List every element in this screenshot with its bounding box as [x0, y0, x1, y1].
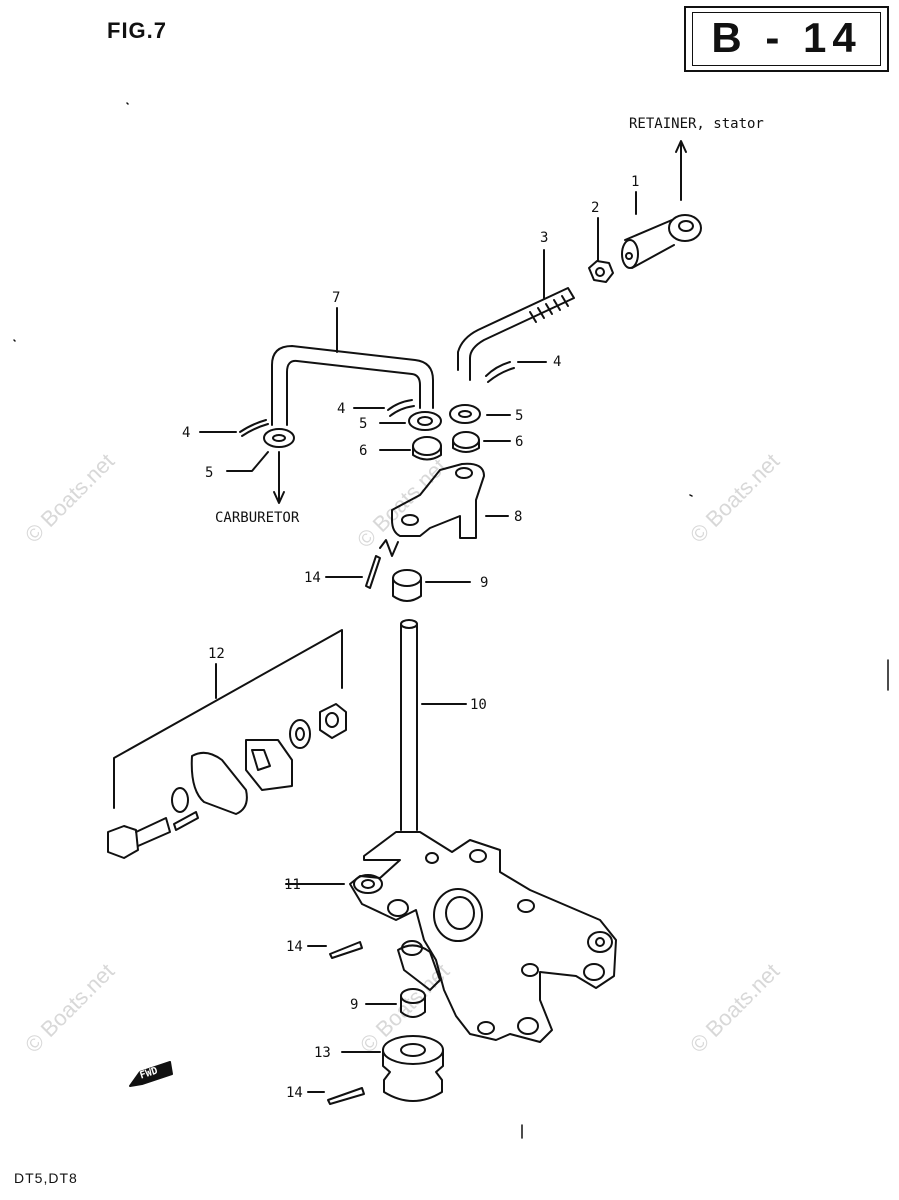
callout-14: 14 — [286, 1085, 303, 1101]
callout-2: 2 — [591, 200, 600, 216]
part-9-lower-bushing — [365, 988, 426, 1018]
part-9-bushing — [392, 569, 471, 602]
cotter-pins — [199, 361, 547, 437]
part-1-rod-end — [621, 191, 702, 269]
callout-6: 6 — [359, 443, 368, 459]
callout-13: 13 — [314, 1045, 331, 1061]
callout-10: 10 — [470, 697, 487, 713]
part-3-threaded-rod — [457, 249, 575, 381]
callout-5: 5 — [515, 408, 524, 424]
callout-12: 12 — [208, 646, 225, 662]
callout-6: 6 — [515, 434, 524, 450]
part-11-bracket-assembly — [285, 831, 617, 1043]
callout-14: 14 — [304, 570, 321, 586]
callout-11: 11 — [284, 877, 301, 893]
callout-4: 4 — [182, 425, 191, 441]
part-12-group-bracket — [113, 629, 343, 809]
callout-14: 14 — [286, 939, 303, 955]
callout-4: 4 — [337, 401, 346, 417]
carburetor-arrow — [273, 451, 285, 504]
retainer-arrow — [675, 140, 687, 201]
callout-9: 9 — [350, 997, 359, 1013]
callout-1: 1 — [631, 174, 640, 190]
fwd-arrow-icon — [129, 1061, 173, 1087]
part-2-nut — [588, 217, 614, 283]
scan-marks — [13, 102, 889, 1139]
callout-3: 3 — [540, 230, 549, 246]
callout-5: 5 — [359, 416, 368, 432]
part-13-pulley — [341, 1035, 444, 1102]
page-code: B - 14 — [711, 14, 862, 61]
figure-label: FIG.7 — [107, 18, 168, 43]
part-12-components — [107, 703, 347, 859]
washers-and-bushings — [226, 404, 511, 472]
retainer-reference: RETAINER, stator — [629, 116, 764, 132]
callout-4: 4 — [553, 354, 562, 370]
callout-5: 5 — [205, 465, 214, 481]
callout-8: 8 — [514, 509, 523, 525]
model-footer: DT5,DT8 — [14, 1170, 78, 1186]
part-10-shaft — [400, 619, 467, 831]
part-8-lever — [391, 462, 509, 539]
part-7-link — [271, 307, 434, 426]
part-14-pins — [307, 539, 399, 1105]
callout-9: 9 — [480, 575, 489, 591]
carburetor-reference: CARBURETOR — [215, 510, 300, 526]
page-code-box: B - 14 — [684, 6, 889, 72]
callout-7: 7 — [332, 290, 341, 306]
